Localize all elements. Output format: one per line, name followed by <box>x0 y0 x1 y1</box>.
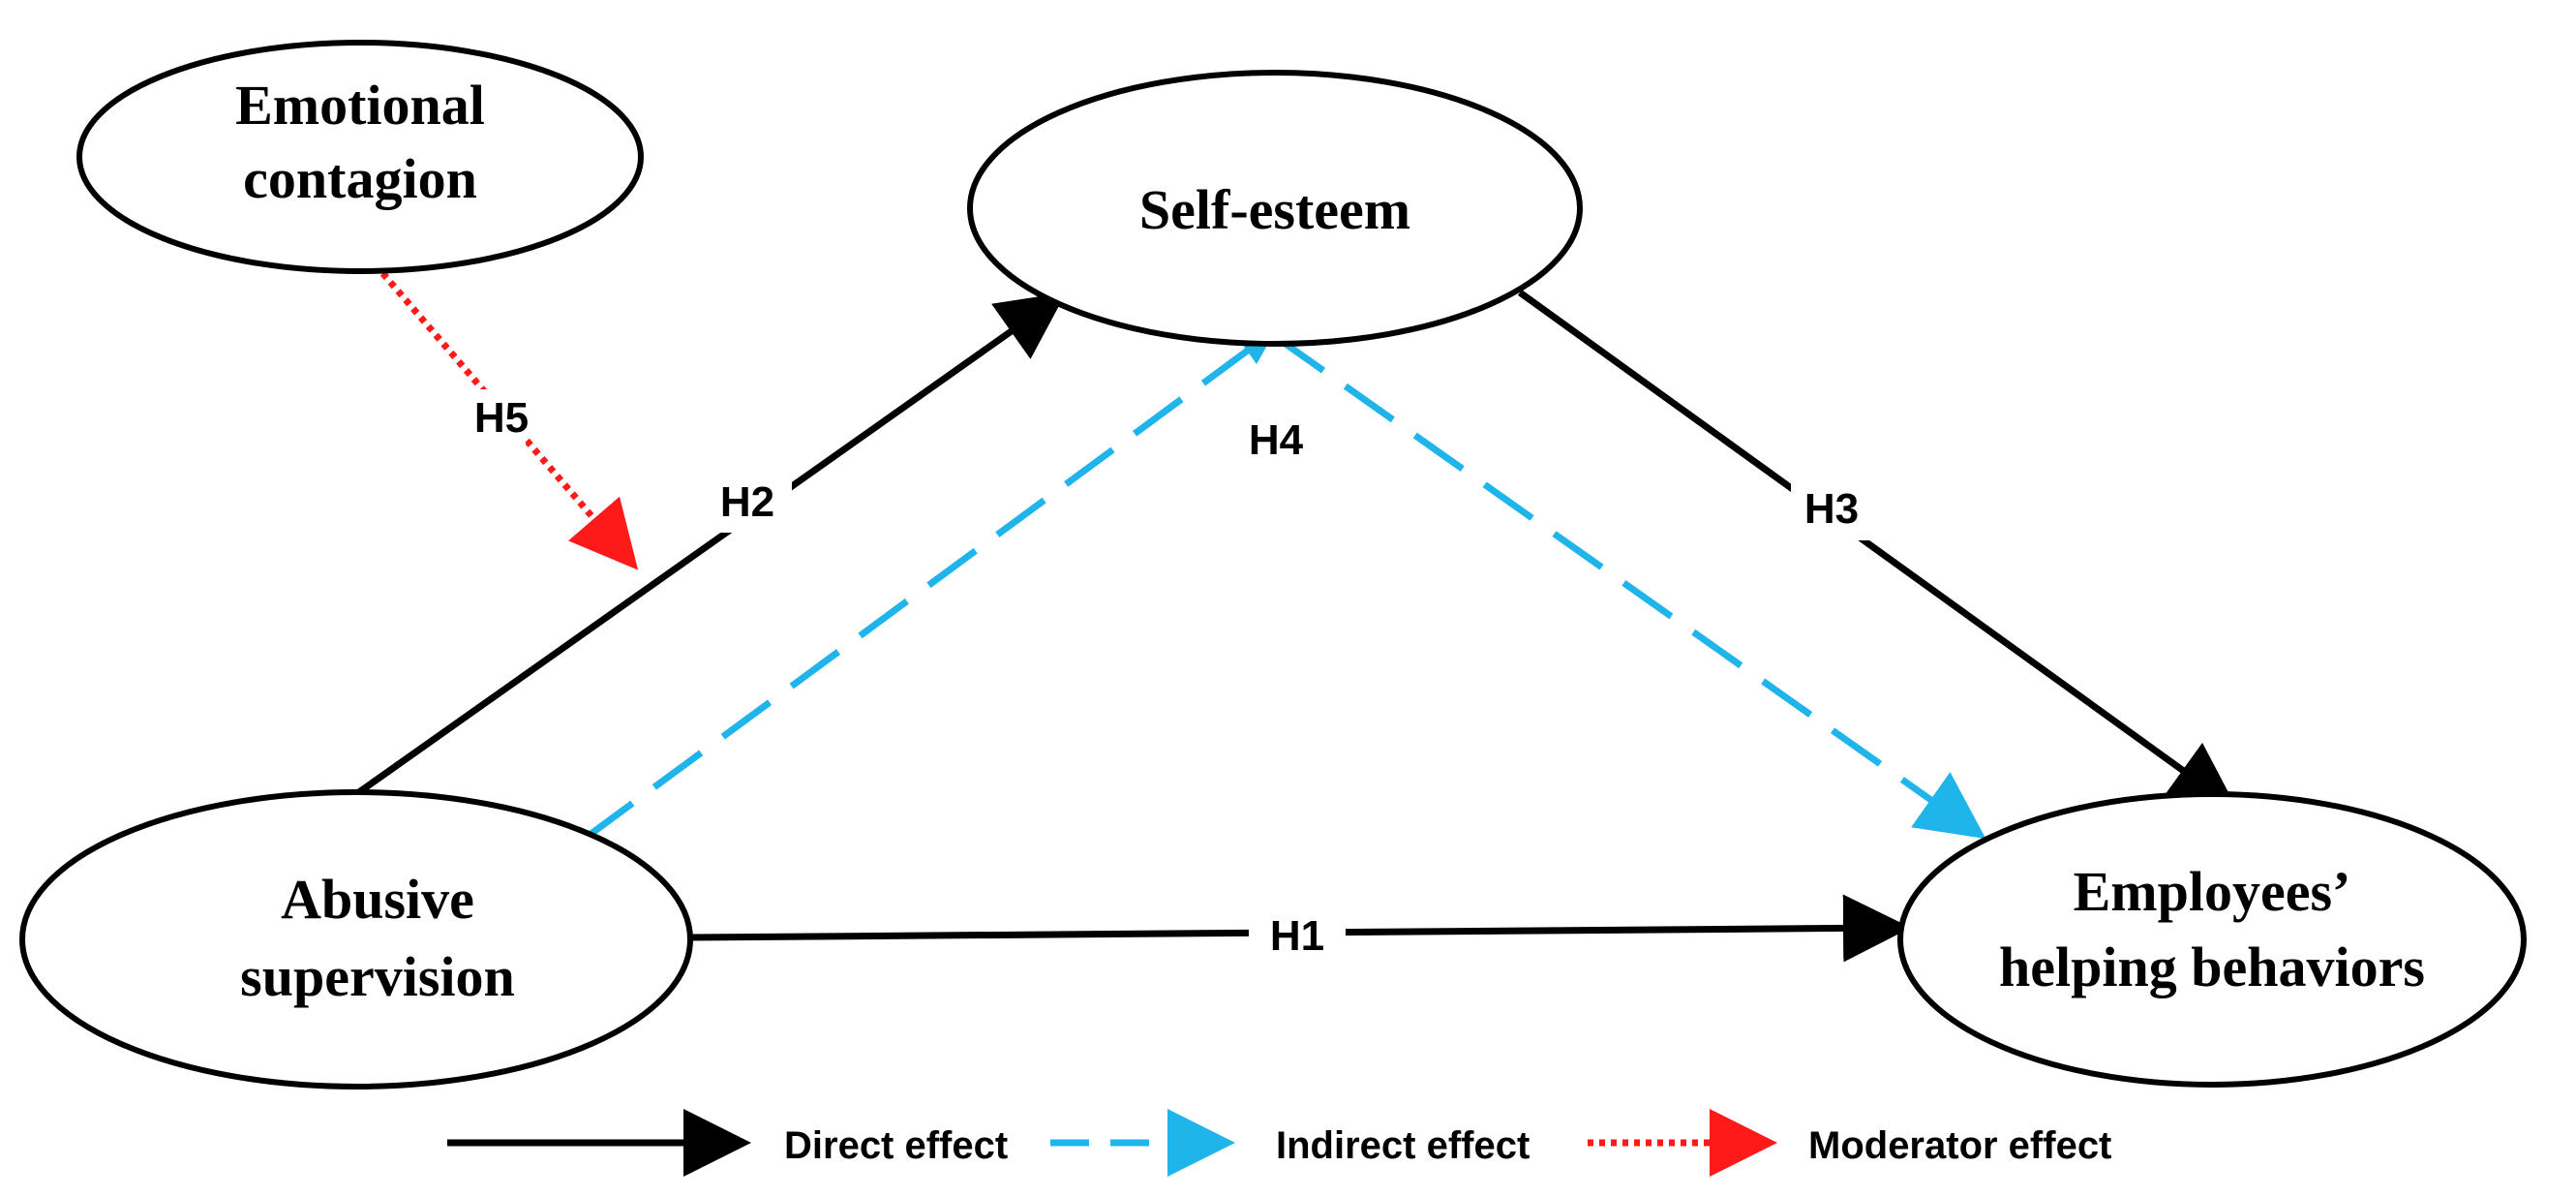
self-esteem-label: Self-esteem <box>1139 178 1410 241</box>
legend-moderator-label: Moderator effect <box>1808 1124 2111 1167</box>
abusive-supervision-label-line1: Abusive <box>281 868 474 931</box>
emotional-contagion-node: Emotional contagion <box>76 40 644 274</box>
h3-direct-arrow <box>1517 290 2238 811</box>
h4-indirect-line-up <box>583 336 1266 841</box>
h4-indirect-line-down <box>1273 334 1986 840</box>
helping-behaviors-label-line2: helping behaviors <box>1999 936 2425 998</box>
abusive-supervision-label-line2: supervision <box>240 945 515 1008</box>
legend: Direct effect Indirect effect Moderator … <box>447 1109 2111 1177</box>
h2-direct-arrow <box>353 292 1067 797</box>
legend-direct-label: Direct effect <box>784 1124 1008 1167</box>
abusive-supervision-node: Abusive supervision <box>19 789 693 1090</box>
h4-label: H4 <box>1249 416 1304 464</box>
h1-label: H1 <box>1270 912 1324 960</box>
emotional-contagion-label-line2: contagion <box>243 147 477 210</box>
emotional-contagion-label-line1: Emotional <box>235 74 485 137</box>
helping-behaviors-node: Employees’ helping behaviors <box>1897 791 2527 1088</box>
legend-indirect-label: Indirect effect <box>1276 1124 1530 1167</box>
helping-behaviors-label-line1: Employees’ <box>2074 860 2351 923</box>
h5-label: H5 <box>474 394 529 442</box>
self-esteem-node: Self-esteem <box>967 70 1583 347</box>
h3-label: H3 <box>1804 485 1859 533</box>
h2-label: H2 <box>720 478 774 526</box>
